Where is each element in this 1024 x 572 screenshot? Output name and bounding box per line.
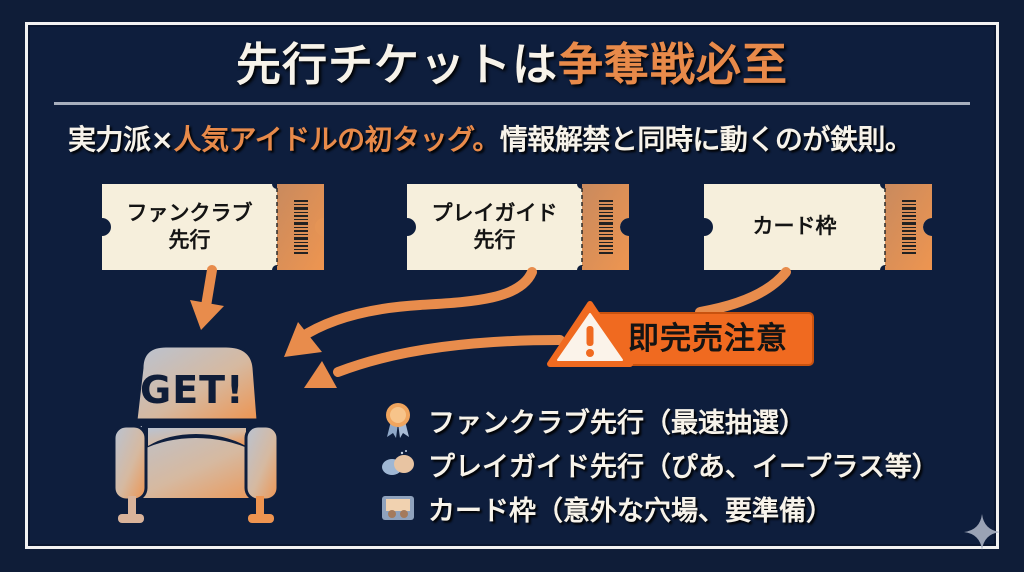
title-prefix: 先行チケットは	[235, 38, 558, 91]
ticket-hands-icon	[378, 444, 418, 484]
arrow-warning-to-seat	[333, 335, 565, 377]
arrowhead-icon	[190, 300, 224, 330]
arrow-playguide-to-seat	[295, 267, 537, 343]
subtitle: 実力派×人気アイドルの初タッグ。情報解禁と同時に動くのが鉄則。	[68, 118, 913, 158]
title-accent: 争奪戦必至	[558, 38, 789, 91]
medal-icon	[378, 400, 418, 440]
subtitle-suffix: 情報解禁と同時に動くのが鉄則。	[499, 123, 913, 156]
ticket-type-legend: ファンクラブ先行（最速抽選） プレイガイド先行（ぴあ、イープラス等） カード枠（…	[378, 398, 939, 530]
ticket-shape-icon	[407, 184, 629, 270]
subtitle-accent: 人気アイドルの初タッグ。	[173, 123, 500, 156]
ticket-label: ファンクラブ 先行	[126, 200, 253, 252]
title-divider	[54, 102, 970, 105]
ticket-label: プレイガイド 先行	[431, 200, 558, 252]
legend-item: カード枠（意外な穴場、要準備）	[378, 486, 939, 530]
page-title: 先行チケットは争奪戦必至	[0, 28, 1024, 93]
subtitle-prefix: 実力派×	[68, 123, 174, 156]
ticket-playguide: プレイガイド 先行	[407, 184, 629, 270]
ticket-label: カード枠	[752, 214, 837, 239]
seat-label: GET!	[140, 368, 245, 412]
ticket-card: カード枠	[704, 184, 932, 270]
legend-text: ファンクラブ先行（最速抽選）	[428, 407, 806, 439]
ticket-shape-icon	[102, 184, 324, 270]
legend-text: カード枠（意外な穴場、要準備）	[428, 495, 833, 527]
ticket-fanclub: ファンクラブ 先行	[102, 184, 324, 270]
warning-label: 即完売注意	[628, 321, 788, 357]
sold-out-warning: 即完売注意	[546, 300, 812, 368]
ticket-shape-icon	[704, 184, 932, 270]
sparkle-icon	[964, 514, 1000, 550]
armchair-icon	[112, 344, 280, 523]
arrow-card-to-warning	[695, 267, 791, 317]
arrowhead-icon	[304, 361, 337, 388]
warning-triangle-icon	[547, 301, 633, 367]
arrowhead-icon	[284, 322, 322, 357]
legend-item: プレイガイド先行（ぴあ、イープラス等）	[378, 442, 939, 486]
legend-item: ファンクラブ先行（最速抽選）	[378, 398, 939, 442]
legend-text: プレイガイド先行（ぴあ、イープラス等）	[428, 451, 939, 483]
card-icon	[378, 488, 418, 528]
